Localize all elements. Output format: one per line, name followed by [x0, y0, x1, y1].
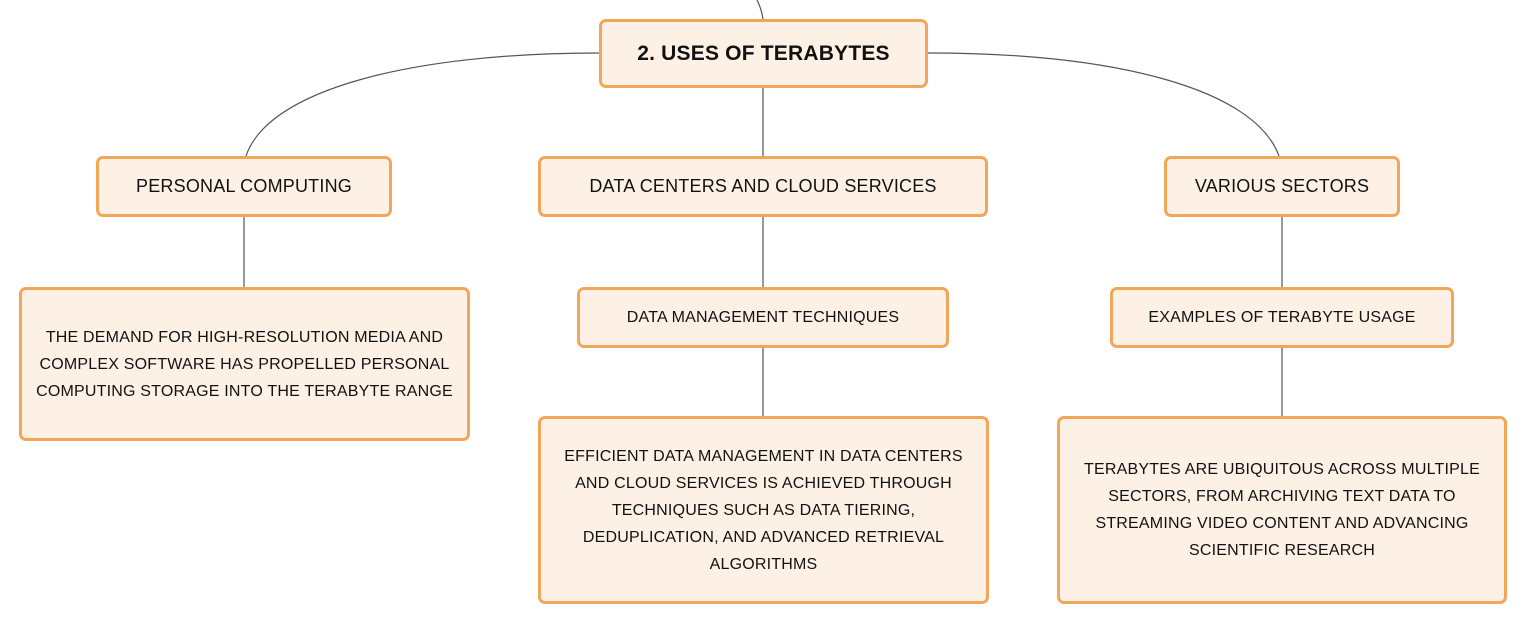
detail-personal-computing[interactable]: THE DEMAND FOR HIGH-RESOLUTION MEDIA AND…	[19, 287, 470, 441]
detail-data-management[interactable]: EFFICIENT DATA MANAGEMENT IN DATA CENTER…	[538, 416, 989, 604]
subtopic-label: DATA MANAGEMENT TECHNIQUES	[626, 308, 900, 326]
subtopic-terabyte-examples[interactable]: EXAMPLES OF TERABYTE USAGE	[1110, 287, 1454, 348]
connector-root-sectors	[927, 52, 1280, 157]
incoming-connector	[756, 0, 764, 20]
branch-personal-computing[interactable]: PERSONAL COMPUTING	[96, 156, 392, 217]
branch-label: VARIOUS SECTORS	[1194, 176, 1370, 196]
connector-root-personal	[245, 52, 600, 157]
subtopic-data-management[interactable]: DATA MANAGEMENT TECHNIQUES	[577, 287, 949, 348]
branch-label: PERSONAL COMPUTING	[136, 176, 352, 196]
branch-data-centers[interactable]: DATA CENTERS AND CLOUD SERVICES	[538, 156, 988, 217]
root-topic-node[interactable]: 2. USES OF TERABYTES	[599, 19, 928, 88]
detail-text: EFFICIENT DATA MANAGEMENT IN DATA CENTER…	[564, 447, 963, 573]
branch-label: DATA CENTERS AND CLOUD SERVICES	[589, 176, 937, 196]
detail-terabyte-examples[interactable]: TERABYTES ARE UBIQUITOUS ACROSS MULTIPLE…	[1057, 416, 1507, 604]
branch-various-sectors[interactable]: VARIOUS SECTORS	[1164, 156, 1400, 217]
detail-text: TERABYTES ARE UBIQUITOUS ACROSS MULTIPLE…	[1084, 461, 1480, 559]
root-topic-label: 2. USES OF TERABYTES	[637, 41, 890, 65]
subtopic-label: EXAMPLES OF TERABYTE USAGE	[1148, 308, 1416, 326]
detail-text: THE DEMAND FOR HIGH-RESOLUTION MEDIA AND…	[36, 328, 453, 400]
